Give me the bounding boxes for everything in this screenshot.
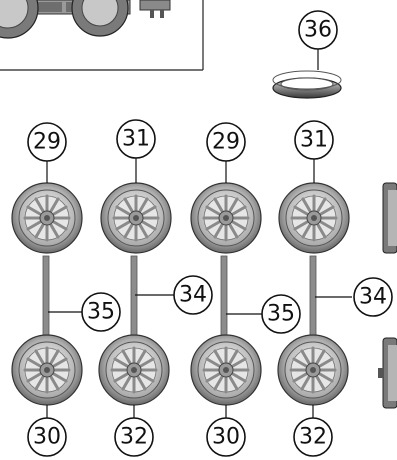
wheel-31-b xyxy=(279,183,349,253)
callout-36: 36 xyxy=(299,11,337,70)
axle-column-3 xyxy=(221,256,227,338)
callout-32-b: 32 xyxy=(294,418,332,456)
truck-partial-illustration xyxy=(0,0,170,38)
wheel-32-a xyxy=(99,335,169,405)
wheel-32-b xyxy=(278,335,348,405)
callout-32-a: 32 xyxy=(115,418,153,456)
callout-35-b: 35 xyxy=(262,295,300,333)
label-30-b: 30 xyxy=(212,425,240,450)
label-29-b: 29 xyxy=(212,130,240,155)
callout-35-a: 35 xyxy=(82,293,120,331)
ring-part-36 xyxy=(273,71,341,98)
callout-30-a: 30 xyxy=(28,418,66,456)
label-29-a: 29 xyxy=(33,130,61,155)
truck-inset-frame xyxy=(0,0,203,70)
axle-column-1 xyxy=(43,256,49,338)
label-36: 36 xyxy=(304,18,332,43)
label-35-b: 35 xyxy=(267,302,295,327)
label-34-a: 34 xyxy=(179,283,207,308)
wheel-29-b xyxy=(191,183,261,253)
label-30-a: 30 xyxy=(33,425,61,450)
callout-34-b: 34 xyxy=(354,278,392,316)
callout-31-b: 31 xyxy=(295,121,333,159)
side-wheel-bottom xyxy=(378,338,397,408)
callout-29-b: 29 xyxy=(207,123,245,161)
wheel-31-a xyxy=(101,183,171,253)
callout-30-b: 30 xyxy=(207,418,245,456)
wheel-30-a xyxy=(12,335,82,405)
wheel-29-a xyxy=(12,183,82,253)
label-32-b: 32 xyxy=(299,425,327,450)
callout-31-a: 31 xyxy=(117,120,155,158)
callout-29-a: 29 xyxy=(28,123,66,161)
axle-column-2 xyxy=(131,256,137,338)
wheel-30-b xyxy=(191,335,261,405)
label-31-a: 31 xyxy=(122,127,150,152)
label-35-a: 35 xyxy=(87,300,115,325)
label-31-b: 31 xyxy=(300,128,328,153)
label-32-a: 32 xyxy=(120,425,148,450)
side-wheel-top xyxy=(383,183,397,253)
callout-34-a: 34 xyxy=(174,276,212,314)
label-34-b: 34 xyxy=(359,285,387,310)
